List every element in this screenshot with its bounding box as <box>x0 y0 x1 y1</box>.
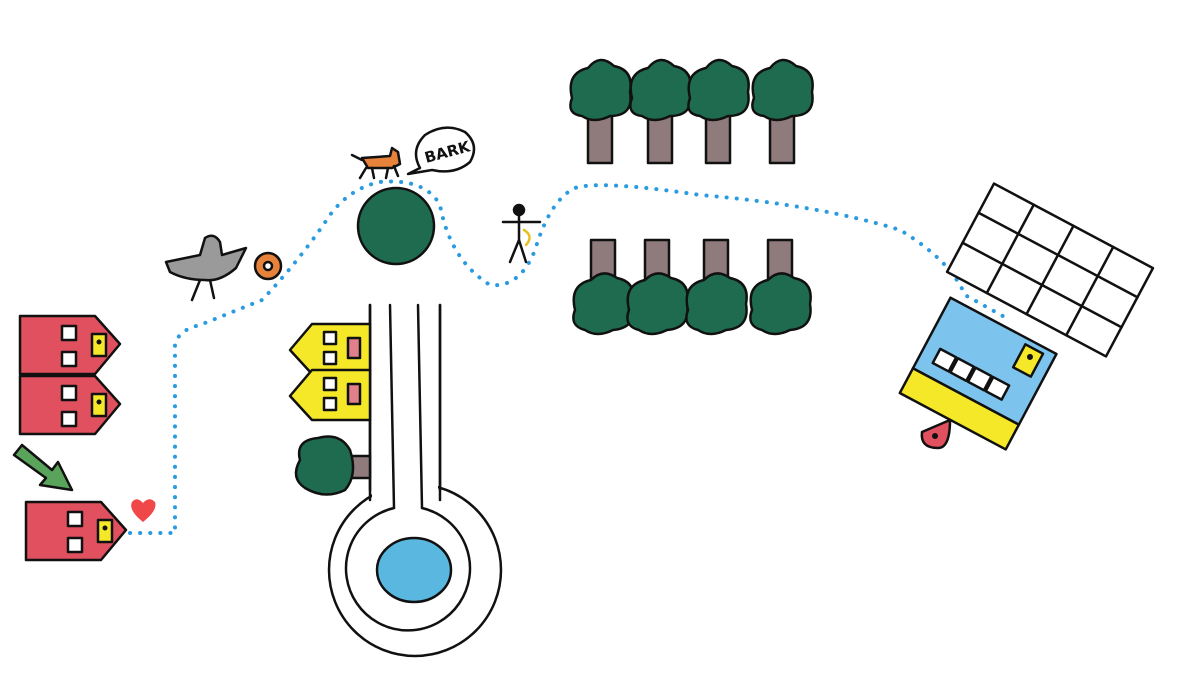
donut-icon <box>253 251 283 281</box>
red-house-1 <box>18 314 122 376</box>
grid-field <box>945 182 1155 358</box>
pond <box>375 536 453 604</box>
dog-icon <box>350 146 402 180</box>
stick-figure-icon <box>501 203 542 264</box>
speech-bubble: BARK <box>406 126 476 176</box>
red-house-home <box>24 500 128 562</box>
destination-building <box>898 296 1058 451</box>
location-pin-icon <box>920 418 952 450</box>
green-arrow-icon <box>12 443 74 492</box>
yellow-house-1 <box>288 322 372 376</box>
bird-icon <box>164 234 248 302</box>
yellow-house-2 <box>288 368 372 422</box>
tree-row-bottom <box>572 238 812 336</box>
round-bush <box>356 186 436 266</box>
dotted-route <box>128 179 1012 535</box>
red-house-2 <box>18 374 122 436</box>
roadside-tree <box>294 435 372 496</box>
tree-row-top <box>569 58 814 165</box>
heart-icon <box>131 499 156 522</box>
